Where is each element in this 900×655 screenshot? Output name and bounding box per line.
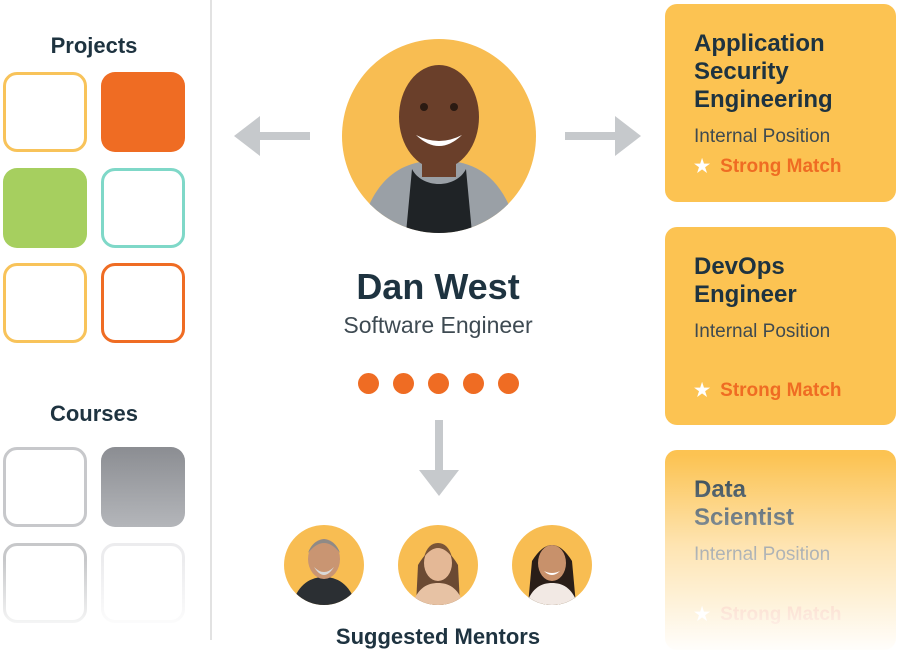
- project-tile[interactable]: [3, 263, 87, 343]
- course-tile[interactable]: [101, 447, 185, 527]
- mentor-avatar[interactable]: [284, 525, 364, 605]
- arrow-left-icon: [234, 116, 310, 156]
- position-title: DevOps Engineer: [694, 253, 797, 308]
- dot[interactable]: [358, 373, 379, 394]
- mentor-avatar[interactable]: [398, 525, 478, 605]
- project-tile[interactable]: [3, 168, 87, 248]
- star-icon: ★: [694, 156, 711, 176]
- dot[interactable]: [498, 373, 519, 394]
- position-type: Internal Position: [694, 126, 831, 147]
- position-card[interactable]: Application Security Engineering Interna…: [665, 4, 896, 202]
- profile-name: Dan West: [356, 266, 520, 307]
- courses-fade: [0, 560, 200, 630]
- arrow-down-icon: [419, 420, 459, 496]
- sidebar-divider: [210, 0, 212, 640]
- project-tile[interactable]: [101, 168, 185, 248]
- position-title: Application Security Engineering: [694, 30, 833, 113]
- dot[interactable]: [393, 373, 414, 394]
- star-icon: ★: [694, 604, 711, 624]
- arrow-right-icon: [565, 116, 641, 156]
- position-type: Internal Position: [694, 321, 831, 342]
- projects-heading: Projects: [50, 33, 138, 58]
- profile-role: Software Engineer: [343, 312, 533, 338]
- star-icon: ★: [694, 380, 711, 400]
- dot[interactable]: [463, 373, 484, 394]
- match-badge: ★Strong Match: [694, 380, 842, 401]
- position-type: Internal Position: [694, 544, 831, 565]
- position-card[interactable]: DevOps Engineer Internal Position ★Stron…: [665, 227, 896, 425]
- position-card[interactable]: Data Scientist Internal Position ★Strong…: [665, 450, 896, 650]
- dot[interactable]: [428, 373, 449, 394]
- course-tile[interactable]: [3, 447, 87, 527]
- suggested-mentors-label: Suggested Mentors: [335, 624, 541, 649]
- project-tile[interactable]: [3, 72, 87, 152]
- match-badge: ★Strong Match: [694, 156, 842, 177]
- position-title: Data Scientist: [694, 476, 795, 531]
- match-badge: ★Strong Match: [694, 604, 842, 625]
- project-tile[interactable]: [101, 72, 185, 152]
- profile-avatar: [342, 39, 536, 233]
- mentor-avatar[interactable]: [512, 525, 592, 605]
- project-tile[interactable]: [101, 263, 185, 343]
- courses-heading: Courses: [49, 401, 139, 426]
